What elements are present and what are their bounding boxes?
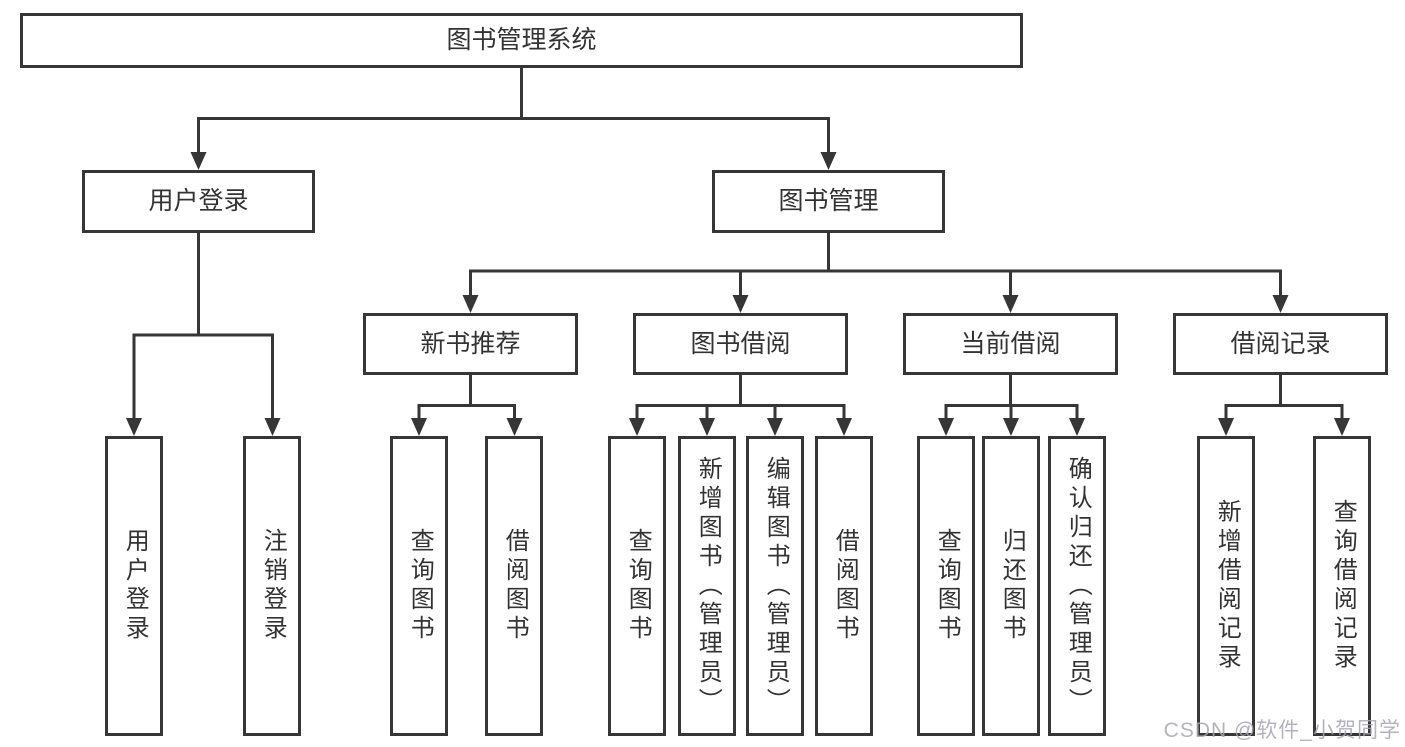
leaf-user-login: 用户登录: [105, 436, 163, 736]
node-library-system: 图书管理系统: [20, 13, 1023, 68]
node-borrow-records: 借阅记录: [1173, 313, 1388, 375]
leaf-logout: 注销登录: [243, 436, 301, 736]
leaf-query-books-current: 查询图书: [917, 436, 975, 736]
node-new-book-recommend: 新书推荐: [363, 313, 578, 375]
csdn-watermark: CSDN @软件_小贺同学: [1163, 719, 1401, 742]
leaf-add-borrow-record: 新增借阅记录: [1197, 436, 1255, 736]
leaf-query-borrow-record: 查询借阅记录: [1313, 436, 1371, 736]
leaf-return-books: 归还图书: [982, 436, 1040, 736]
leaf-query-books-borrow: 查询图书: [608, 436, 666, 736]
leaf-borrow-books-rec: 借阅图书: [485, 436, 543, 736]
leaf-query-books-rec: 查询图书: [390, 436, 448, 736]
node-book-borrow: 图书借阅: [633, 313, 848, 375]
leaf-borrow-books: 借阅图书: [815, 436, 873, 736]
node-book-management: 图书管理: [712, 170, 945, 233]
node-user-login: 用户登录: [82, 170, 315, 233]
leaf-confirm-return-admin: 确认归还（管理员）: [1048, 436, 1106, 736]
leaf-add-book-admin: 新增图书（管理员）: [678, 436, 736, 736]
node-current-borrow: 当前借阅: [903, 313, 1118, 375]
leaf-edit-book-admin: 编辑图书（管理员）: [746, 436, 804, 736]
